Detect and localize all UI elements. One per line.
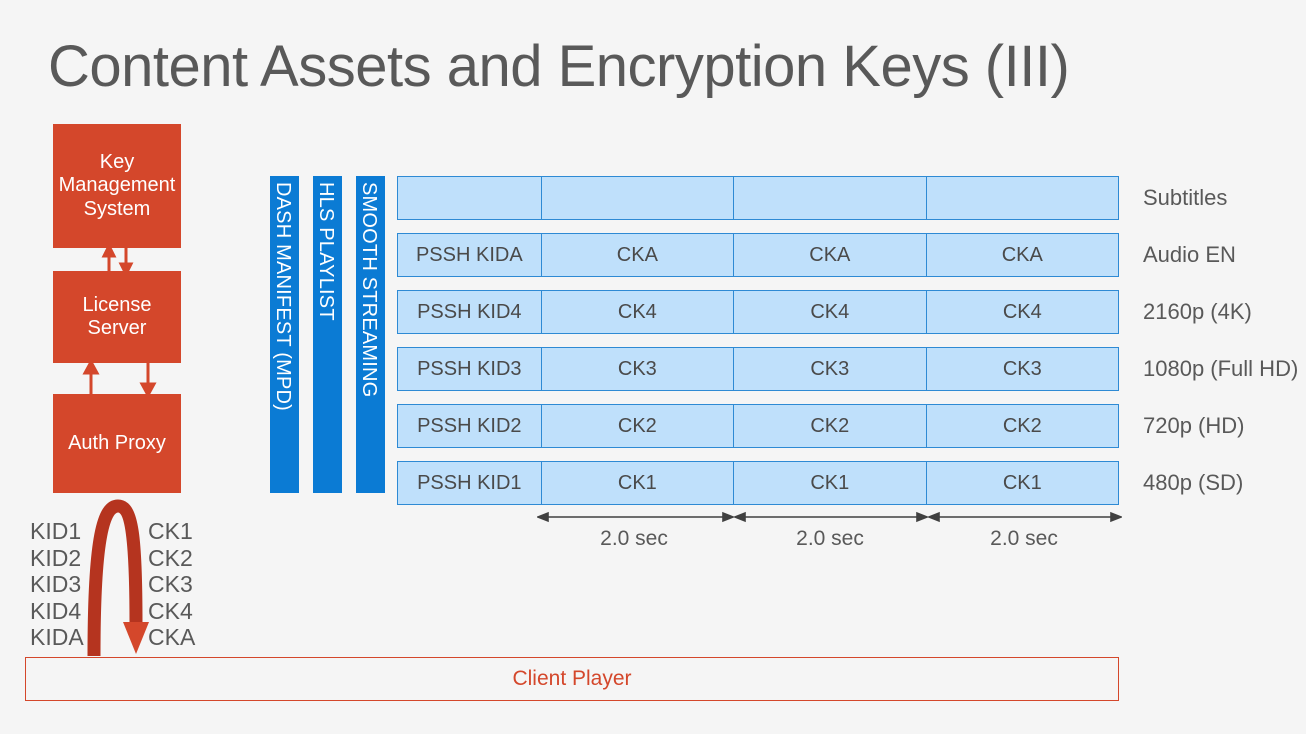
ck-item: CK1: [148, 518, 193, 544]
segment-cell[interactable]: CK3: [733, 347, 927, 391]
client-player-bar[interactable]: Client Player: [25, 657, 1119, 701]
pssh-cell[interactable]: PSSH KID3: [397, 347, 542, 391]
ck-item: CK3: [148, 571, 193, 598]
kid-item: KID4: [30, 597, 82, 624]
kms-license-connector: [101, 246, 134, 274]
pssh-cell[interactable]: PSSH KID4: [397, 290, 542, 334]
license-server-box[interactable]: License Server: [53, 271, 181, 363]
track-grid: PSSH KIDA CKA CKA CKA PSSH KID4 CK4 CK4 …: [397, 176, 1120, 505]
pssh-cell[interactable]: [397, 176, 542, 220]
segment-cell[interactable]: [540, 176, 735, 220]
manifest-bar-smooth-label: SMOOTH STREAMING: [357, 182, 380, 398]
segment-cell[interactable]: CK2: [925, 404, 1120, 448]
segment-cell[interactable]: CK4: [540, 290, 735, 334]
ck-item: CKA: [148, 624, 196, 651]
kid-list: KID1 KID2 KID3 KID4 KIDA: [30, 518, 84, 651]
license-server-box-label: License Server: [82, 293, 152, 339]
auth-proxy-box[interactable]: Auth Proxy: [53, 394, 181, 493]
table-row: PSSH KID4 CK4 CK4 CK4: [397, 290, 1120, 334]
segment-cell[interactable]: CKA: [540, 233, 735, 277]
table-row: PSSH KID3 CK3 CK3 CK3: [397, 347, 1120, 391]
track-label-480p: 480p (SD): [1143, 470, 1244, 495]
key-delivery-loop-arrow: [87, 499, 149, 656]
track-label-1080p: 1080p (Full HD): [1143, 356, 1299, 381]
track-label-audio-en: Audio EN: [1143, 242, 1236, 267]
kms-box[interactable]: Key Management System: [53, 124, 181, 248]
table-row: [397, 176, 1120, 220]
segment-duration-ruler: 2.0 sec 2.0 sec 2.0 sec: [535, 505, 1124, 565]
client-player-label: Client Player: [512, 667, 632, 690]
track-label-720p: 720p (HD): [1143, 413, 1245, 438]
track-label-2160p: 2160p (4K): [1143, 299, 1252, 324]
manifest-bar-smooth[interactable]: SMOOTH STREAMING: [356, 176, 385, 493]
kid-item: KID3: [30, 571, 82, 598]
segment-cell[interactable]: CK2: [733, 404, 927, 448]
page-title: Content Assets and Encryption Keys (III): [48, 34, 1070, 99]
pssh-cell[interactable]: PSSH KID2: [397, 404, 542, 448]
ck-item: CK4: [148, 597, 193, 624]
license-auth-connector: [82, 361, 157, 396]
duration-label: 2.0 sec: [600, 527, 668, 550]
segment-cell[interactable]: CK4: [733, 290, 927, 334]
auth-proxy-box-label: Auth Proxy: [68, 431, 166, 454]
table-row: PSSH KID1 CK1 CK1 CK1: [397, 461, 1120, 505]
segment-cell[interactable]: CK1: [540, 461, 735, 505]
kid-item: KID2: [30, 544, 82, 571]
segment-cell[interactable]: CK1: [733, 461, 927, 505]
segment-cell[interactable]: CK1: [925, 461, 1120, 505]
duration-label: 2.0 sec: [796, 527, 864, 550]
manifest-bar-dash-label: DASH MANIFEST (MPD): [271, 182, 294, 411]
duration-label: 2.0 sec: [990, 527, 1058, 550]
segment-cell[interactable]: CK3: [540, 347, 735, 391]
ck-list: CK1 CK2 CK3 CK4 CKA: [148, 518, 195, 651]
kms-box-label: Key Management System: [58, 151, 176, 220]
segment-cell[interactable]: [733, 176, 927, 220]
segment-cell[interactable]: CK4: [925, 290, 1120, 334]
pssh-cell[interactable]: PSSH KID1: [397, 461, 542, 505]
segment-cell[interactable]: [925, 176, 1120, 220]
kid-item: KIDA: [30, 624, 84, 651]
duration-arrows: [535, 511, 1124, 523]
track-label-subtitles: Subtitles: [1143, 185, 1228, 210]
manifest-bar-dash[interactable]: DASH MANIFEST (MPD): [270, 176, 299, 493]
segment-cell[interactable]: CK2: [540, 404, 735, 448]
pssh-cell[interactable]: PSSH KIDA: [397, 233, 542, 277]
table-row: PSSH KID2 CK2 CK2 CK2: [397, 404, 1120, 448]
manifest-bar-hls[interactable]: HLS PLAYLIST: [313, 176, 342, 493]
ck-item: CK2: [148, 544, 193, 571]
segment-cell[interactable]: CKA: [925, 233, 1120, 277]
segment-cell[interactable]: CK3: [925, 347, 1120, 391]
kid-item: KID1: [30, 518, 82, 544]
segment-cell[interactable]: CKA: [733, 233, 927, 277]
manifest-bar-hls-label: HLS PLAYLIST: [314, 182, 337, 321]
table-row: PSSH KIDA CKA CKA CKA: [397, 233, 1120, 277]
